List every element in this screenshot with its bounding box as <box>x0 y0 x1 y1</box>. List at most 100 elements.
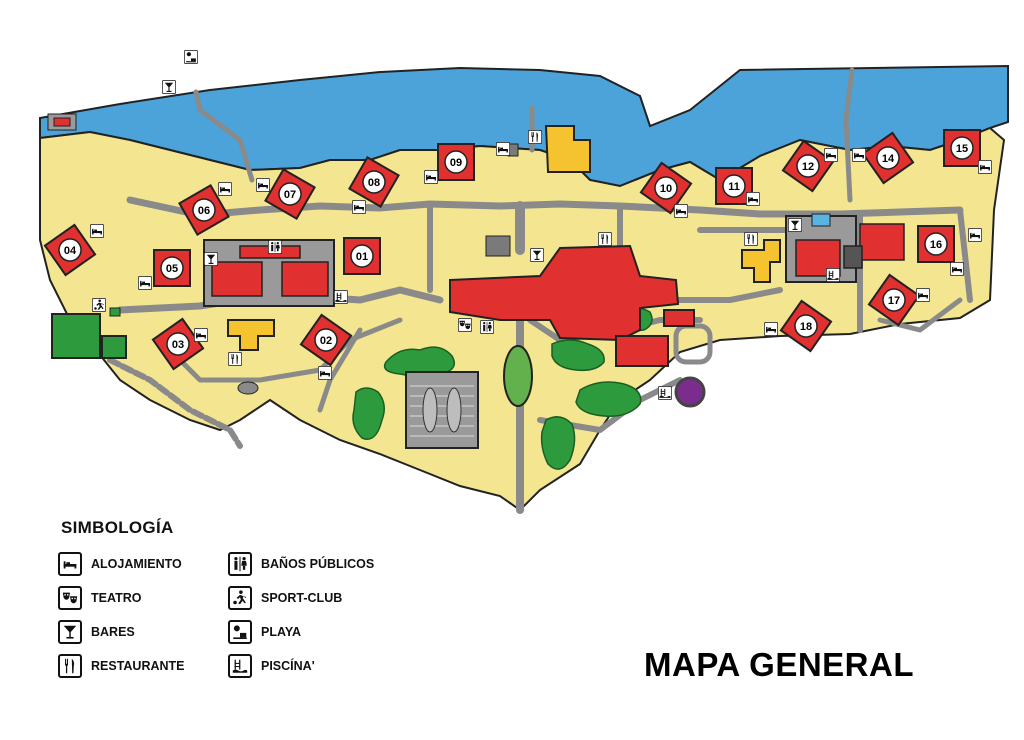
legend-label: BARES <box>91 625 135 639</box>
bed-icon <box>138 276 152 290</box>
unit-badge <box>278 182 302 206</box>
unit-05: 05 <box>153 249 191 287</box>
unit-badge <box>882 288 906 312</box>
unit-badge <box>876 146 900 170</box>
bed-icon <box>352 200 366 214</box>
accommodation-units: 01 02 03 04 05 06 07 08 09 10 11 12 14 15 16 17 18 <box>43 129 981 371</box>
fork-knife-icon <box>744 232 758 246</box>
unit-12: 12 <box>781 139 835 193</box>
parking-lot <box>405 371 479 449</box>
west-complex <box>203 239 335 307</box>
misc-structures <box>47 113 519 395</box>
fork-knife-icon <box>598 232 612 246</box>
unit-badge <box>192 198 216 222</box>
pool-icon <box>826 268 840 282</box>
unit-number: 15 <box>956 143 968 155</box>
unit-number: 01 <box>356 251 368 263</box>
unit-09: 09 <box>437 143 475 181</box>
unit-number: 17 <box>888 295 900 307</box>
unit-04: 04 <box>43 223 97 277</box>
unit-06: 06 <box>178 184 230 236</box>
unit-badge <box>350 244 374 268</box>
bed-icon <box>256 178 270 192</box>
unit-badge <box>796 154 820 178</box>
unit-number: 10 <box>660 183 672 195</box>
unit-badge <box>58 238 82 262</box>
bed-icon <box>824 148 838 162</box>
legend-item-sport-club: SPORT-CLUB <box>228 584 342 612</box>
restaurant-buildings <box>227 125 781 351</box>
cocktail-icon <box>530 248 544 262</box>
bed-icon <box>424 170 438 184</box>
pool-icon <box>658 386 672 400</box>
unit-number: 08 <box>368 177 380 189</box>
theater-masks-icon <box>458 318 472 332</box>
unit-badge <box>160 256 184 280</box>
bed-icon <box>194 328 208 342</box>
unit-14: 14 <box>861 131 915 185</box>
unit-badge <box>924 232 948 256</box>
fork-knife-icon <box>58 654 82 678</box>
bed-icon <box>674 204 688 218</box>
legend-item-teatro: TEATRO <box>58 584 141 612</box>
unit-badge <box>722 174 746 198</box>
unit-badge <box>794 314 818 338</box>
legend-label: ALOJAMIENTO <box>91 557 182 571</box>
unit-01: 01 <box>343 237 381 275</box>
bed-icon <box>968 228 982 242</box>
unit-number: 09 <box>450 157 462 169</box>
unit-number: 16 <box>930 239 942 251</box>
unit-number: 12 <box>802 161 814 173</box>
unit-15: 15 <box>943 129 981 167</box>
unit-number: 02 <box>320 335 332 347</box>
unit-16: 16 <box>917 225 955 263</box>
unit-number: 11 <box>728 181 740 193</box>
unit-number: 18 <box>800 321 812 333</box>
unit-03: 03 <box>151 317 205 371</box>
restroom-icon <box>228 552 252 576</box>
beach-icon <box>228 620 252 644</box>
unit-number: 04 <box>64 245 77 257</box>
beach-icon <box>184 50 198 64</box>
legend: SIMBOLOGÍA ALOJAMIENTO TEATRO BARES REST… <box>58 518 418 688</box>
theater-masks-icon <box>58 586 82 610</box>
unit-badge <box>362 170 386 194</box>
legend-label: PLAYA <box>261 625 302 639</box>
restroom-icon <box>268 240 282 254</box>
unit-11: 11 <box>715 167 753 205</box>
legend-item-playa: PLAYA <box>228 618 301 646</box>
legend-item-restaurante: RESTAURANTE <box>58 652 185 680</box>
bed-icon <box>746 192 760 206</box>
pool-icon <box>228 654 252 678</box>
unit-number: 06 <box>198 205 210 217</box>
legend-item-piscina: PISCÍNA' <box>228 652 315 680</box>
legend-label: PISCÍNA' <box>261 659 315 673</box>
bed-icon <box>950 262 964 276</box>
unit-18: 18 <box>779 299 833 353</box>
bed-icon <box>916 288 930 302</box>
sport-runner-icon <box>228 586 252 610</box>
unit-building <box>917 225 955 263</box>
bed-icon <box>318 366 332 380</box>
restroom-icon <box>480 320 494 334</box>
bed-icon <box>978 160 992 174</box>
bed-icon <box>218 182 232 196</box>
cocktail-icon <box>204 252 218 266</box>
map-title: MAPA GENERAL <box>644 646 914 683</box>
fork-knife-icon <box>528 130 542 144</box>
cocktail-icon <box>58 620 82 644</box>
bed-icon <box>496 142 510 156</box>
bed-icon <box>58 552 82 576</box>
unit-number: 14 <box>882 153 895 165</box>
legend-item-banos-publicos: BAÑOS PÚBLICOS <box>228 550 374 578</box>
unit-number: 05 <box>166 263 178 275</box>
legend-label: SPORT-CLUB <box>261 591 343 605</box>
legend-label: BAÑOS PÚBLICOS <box>261 557 375 571</box>
main-hotel-building <box>449 244 695 367</box>
unit-badge <box>166 332 190 356</box>
unit-07: 07 <box>264 168 316 220</box>
unit-10: 10 <box>639 161 693 215</box>
sport-fields <box>51 307 127 359</box>
fork-knife-icon <box>228 352 242 366</box>
